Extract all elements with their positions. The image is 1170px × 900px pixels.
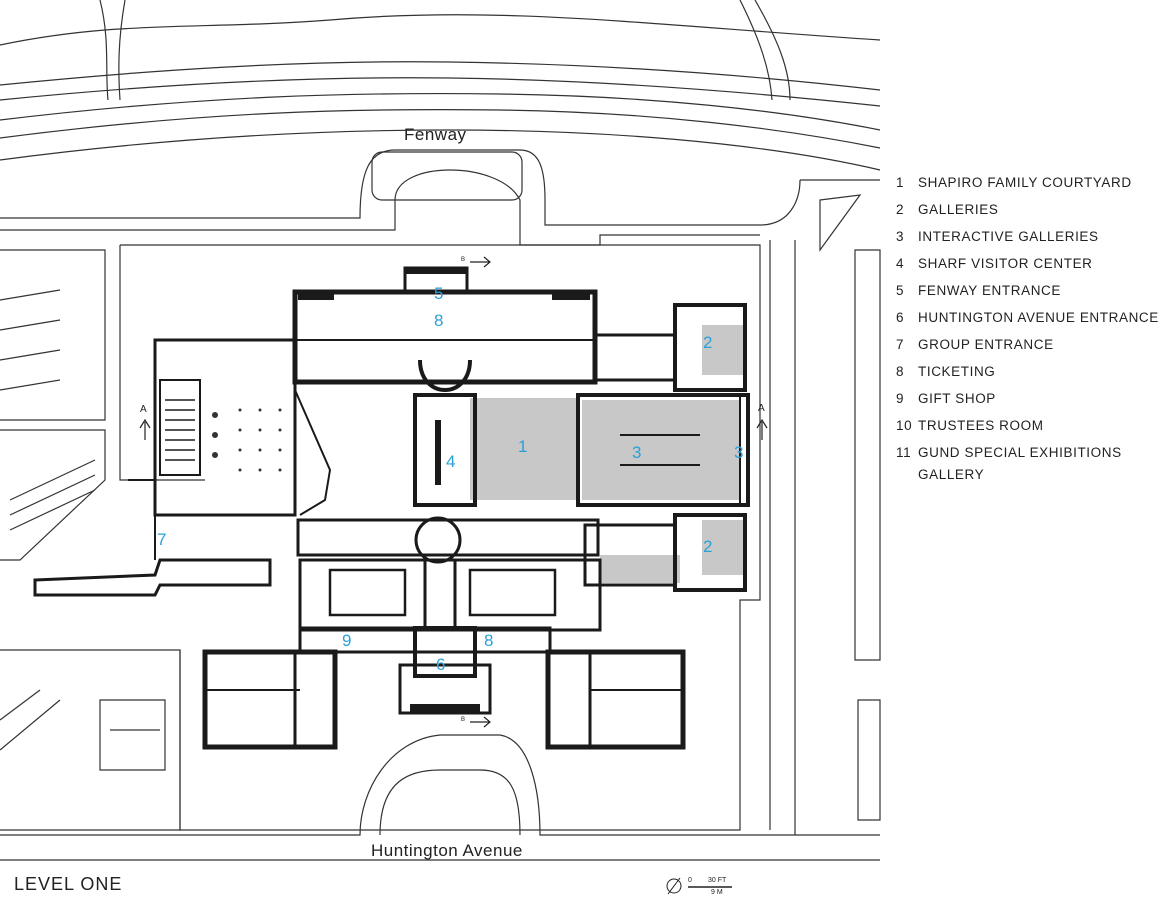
legend-label: FENWAY ENTRANCE xyxy=(918,283,1062,298)
plan-details xyxy=(298,268,590,714)
street-lines xyxy=(0,0,881,861)
legend-item: 2 GALLERIES xyxy=(896,199,1166,221)
legend-item: 9 GIFT SHOP xyxy=(896,388,1166,410)
section-label-b-north: B xyxy=(461,257,466,263)
legend-number: 8 xyxy=(896,364,905,379)
legend-number: 11 xyxy=(896,445,912,460)
marker-2-south: 2 xyxy=(703,537,713,556)
map-legend: 1 SHAPIRO FAMILY COURTYARD 2 GALLERIES 3 IN… xyxy=(896,172,1166,491)
legend-number: 5 xyxy=(896,283,905,298)
marker-9: 9 xyxy=(342,631,352,650)
legend-label: TRUSTEES ROOM xyxy=(918,418,1044,433)
legend-item: 8 TICKETING xyxy=(896,361,1166,383)
marker-8-north: 8 xyxy=(434,311,444,330)
section-arrows xyxy=(139,256,768,728)
legend-label: GIFT SHOP xyxy=(918,391,996,406)
marker-4: 4 xyxy=(446,452,456,471)
shaded-areas xyxy=(470,325,744,583)
legend-label: GALLERIES xyxy=(918,202,999,217)
marker-6: 6 xyxy=(436,655,446,674)
legend-number: 9 xyxy=(896,391,905,406)
legend-number: 4 xyxy=(896,256,905,271)
legend-label: TICKETING xyxy=(918,364,996,379)
marker-1: 1 xyxy=(518,437,528,456)
level-title: LEVEL ONE xyxy=(14,874,123,894)
legend-item: 10 TRUSTEES ROOM xyxy=(896,415,1166,437)
street-label-huntington: Huntington Avenue xyxy=(371,841,523,860)
scale-bar xyxy=(666,877,732,895)
section-label-b-south: B xyxy=(461,717,466,723)
legend-number: 6 xyxy=(896,310,905,325)
legend-number: 7 xyxy=(896,337,905,352)
legend-item: 1 SHAPIRO FAMILY COURTYARD xyxy=(896,172,1166,194)
column-dots xyxy=(212,408,282,472)
legend-number: 3 xyxy=(896,229,905,244)
scale-feet: 30 FT xyxy=(708,877,727,884)
marker-2-north: 2 xyxy=(703,333,713,352)
marker-8-south: 8 xyxy=(484,631,494,650)
legend-label: HUNTINGTON AVENUE ENTRANCE xyxy=(918,310,1159,325)
legend-item: 5 FENWAY ENTRANCE xyxy=(896,280,1166,302)
marker-5: 5 xyxy=(434,284,444,303)
legend-number: 1 xyxy=(896,175,905,190)
legend-item: 3 INTERACTIVE GALLERIES xyxy=(896,226,1166,248)
legend-number: 2 xyxy=(896,202,905,217)
legend-item: 4 SHARF VISITOR CENTER xyxy=(896,253,1166,275)
legend-number: 10 xyxy=(896,418,913,433)
legend-item: 6 HUNTINGTON AVENUE ENTRANCE xyxy=(896,307,1166,329)
section-label-a-west: A xyxy=(140,404,147,415)
marker-7: 7 xyxy=(157,530,167,549)
marker-3-west: 3 xyxy=(632,443,642,462)
legend-label: SHARF VISITOR CENTER xyxy=(918,256,1093,271)
scale-zero: 0 xyxy=(688,877,692,884)
street-label-fenway: Fenway xyxy=(404,125,467,144)
building-walls xyxy=(33,266,750,750)
scale-meters: 9 M xyxy=(711,889,723,896)
marker-3-east: 3 xyxy=(734,443,744,462)
legend-label: INTERACTIVE GALLERIES xyxy=(918,229,1099,244)
legend-label: GROUP ENTRANCE xyxy=(918,337,1054,352)
legend-item: 11 GUND SPECIAL EXHIBITIONS GALLERY xyxy=(896,442,1166,486)
section-label-a-east: A xyxy=(758,403,765,414)
legend-label: GUND SPECIAL EXHIBITIONS GALLERY xyxy=(918,445,1122,482)
legend-item: 7 GROUP ENTRANCE xyxy=(896,334,1166,356)
legend-label: SHAPIRO FAMILY COURTYARD xyxy=(918,175,1132,190)
